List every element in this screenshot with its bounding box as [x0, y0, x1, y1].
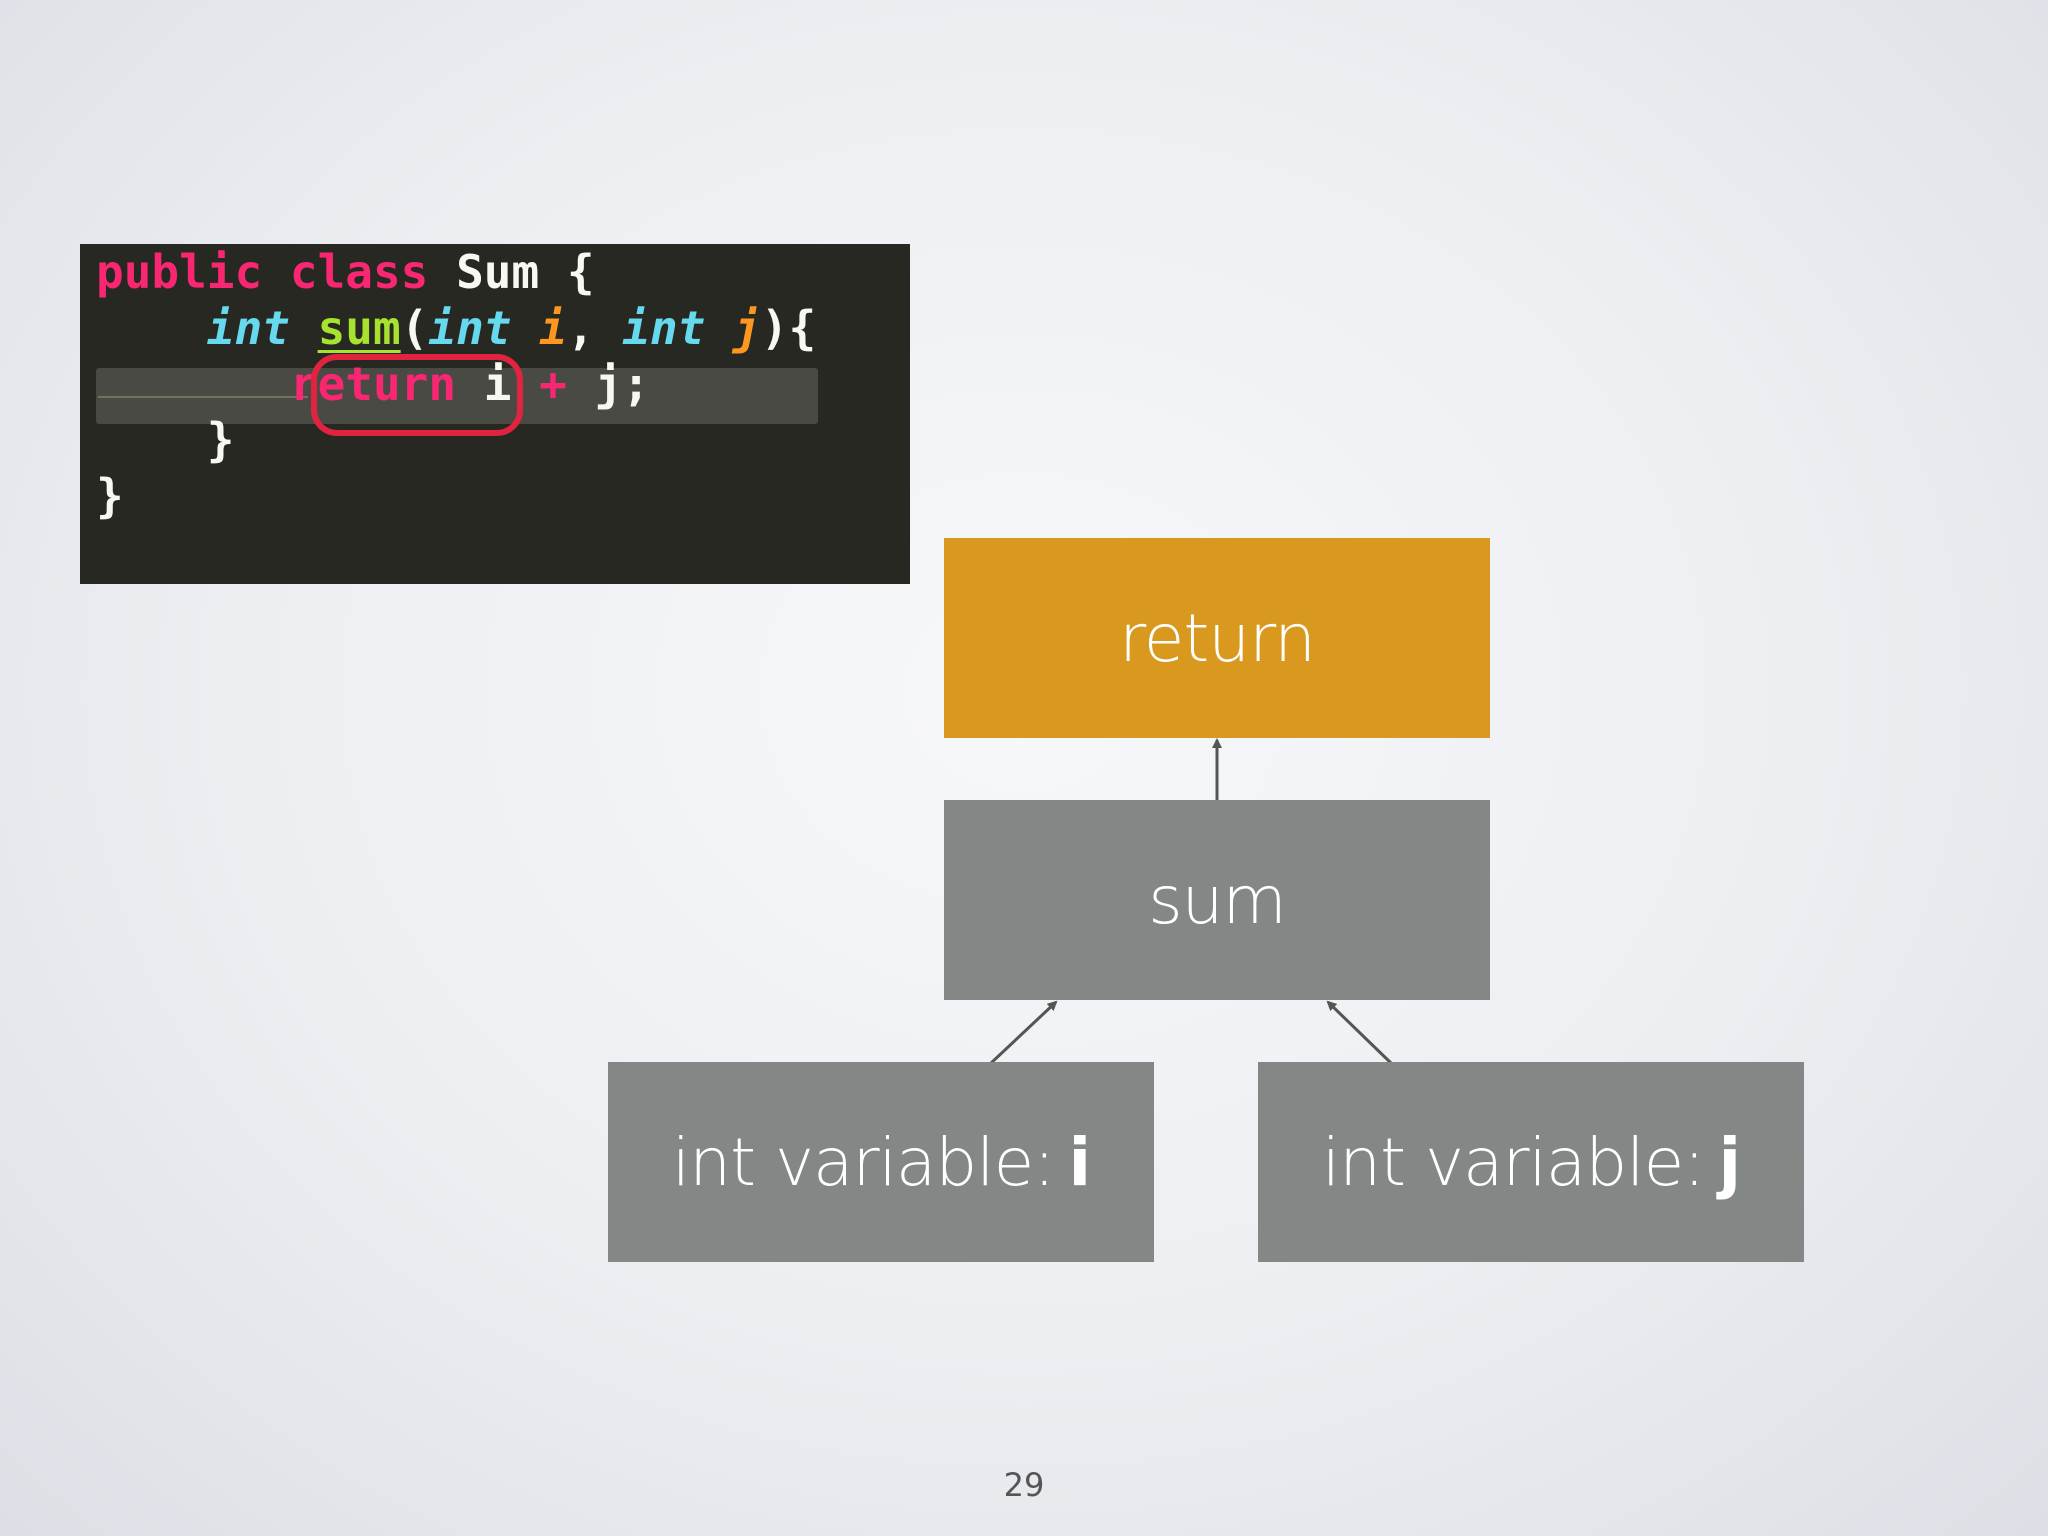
class-name: Sum	[456, 245, 540, 299]
method-name: sum	[317, 301, 401, 355]
code-line-3: return i + j;	[96, 356, 650, 412]
var-j-name: j	[1718, 1123, 1741, 1201]
return-highlight-ring	[311, 354, 523, 436]
param-type-2: int	[622, 301, 706, 355]
open-paren: (	[400, 301, 429, 355]
sum-node-label: sum	[1148, 861, 1287, 939]
param-type-1: int	[428, 301, 512, 355]
param-i: i	[539, 301, 567, 355]
close-brace-method: }	[206, 413, 235, 467]
code-line-4: }	[96, 412, 235, 468]
sum-node: sum	[944, 800, 1490, 1000]
arrow-j-to-sum	[1326, 1000, 1394, 1066]
int-variable-j-node: int variable:j	[1258, 1062, 1804, 1262]
close-brace-class: }	[96, 469, 124, 523]
code-line-2: int sum(int i, int j){	[96, 300, 816, 356]
comma: ,	[566, 301, 595, 355]
open-brace: {	[566, 245, 595, 299]
var-j-prefix: int variable:	[1321, 1123, 1706, 1201]
code-line-5: }	[96, 468, 124, 524]
int-variable-i-node: int variable:i	[608, 1062, 1154, 1262]
page-number: 29	[1003, 1466, 1045, 1504]
expr-j: j;	[594, 357, 650, 411]
param-j: j	[733, 301, 761, 355]
var-i-prefix: int variable:	[671, 1123, 1056, 1201]
close-paren-brace: ){	[760, 301, 817, 355]
var-i-name: i	[1068, 1123, 1091, 1201]
code-line-1: public class Sum {	[96, 244, 595, 300]
keyword-public: public	[96, 245, 263, 299]
return-node-label: return	[1119, 599, 1316, 677]
arrow-i-to-sum	[988, 1000, 1058, 1066]
return-node: return	[944, 538, 1490, 738]
indent-guide	[98, 396, 308, 398]
code-screenshot: public class Sum { int sum(int i, int j)…	[80, 244, 910, 584]
keyword-class: class	[289, 245, 429, 299]
operator-plus: +	[539, 357, 567, 411]
return-type: int	[206, 301, 290, 355]
